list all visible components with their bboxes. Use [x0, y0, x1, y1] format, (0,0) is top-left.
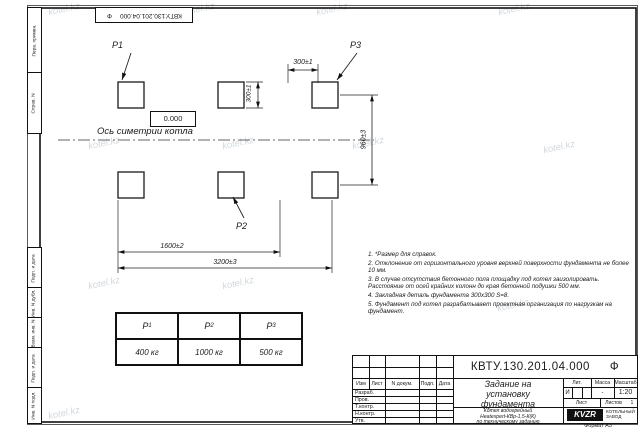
load-table-value: 500 кг	[240, 339, 302, 365]
mass-value: -	[601, 390, 604, 396]
side-label-vzam: Взам. инв. N	[27, 317, 42, 349]
col-list: Лист	[371, 381, 383, 387]
col-podp: Подп.	[420, 381, 435, 387]
leader-p1	[121, 52, 132, 81]
scale-label: Масштаб	[614, 380, 637, 386]
load-table-value: 1000 кг	[178, 339, 240, 365]
sheets-label: Листов	[605, 400, 622, 406]
leader-p3	[336, 52, 358, 81]
format-label: Формат А3	[584, 423, 612, 429]
p1-label: Р1	[112, 40, 124, 50]
note-item: 5. Фундамент под котел разрабатывает про…	[368, 300, 612, 316]
foundation-pad-2	[217, 81, 245, 109]
note-item: 4. Закладная деталь фундамента 300х300 S…	[368, 292, 510, 300]
corner-stamp-suffix: Ф	[106, 11, 112, 19]
role-tkontr: Т.контр.	[355, 404, 375, 410]
company-name: КОТЕЛЬНЫЙ ЗАВОД	[606, 409, 635, 420]
p2-label: Р2	[236, 221, 248, 231]
corner-stamp: КВТУ.130.201.04.000 Ф	[95, 7, 193, 23]
note-item: 1. *Размер для справок.	[368, 251, 437, 258]
dim-960-label: 960±3	[360, 129, 368, 150]
foundation-pad-6	[311, 171, 339, 199]
role-prov: Пров.	[355, 397, 369, 403]
sheets-value: 1	[630, 400, 634, 406]
note-item: 3. В случае отсутствия бетонного пола пл…	[368, 275, 600, 291]
note-item: 2. Отклонение от горизонтального уровня …	[368, 259, 629, 275]
corner-stamp-code: КВТУ.130.201.04.000	[119, 11, 182, 19]
sheet-label: Лист	[575, 400, 588, 406]
notes-block: 1. *Размер для справок. 2. Отклонение от…	[368, 251, 632, 317]
dim-300v-label: 300±1	[245, 84, 253, 103]
foundation-pad-3	[311, 81, 339, 109]
title-text: Задание на установку фундамента	[480, 379, 536, 409]
leader-p2	[232, 196, 245, 219]
side-label-inv-dubl: Инв. N дубл.	[27, 287, 42, 319]
side-label-sprav: Справ. N	[27, 72, 42, 134]
col-data: Дата	[438, 381, 451, 387]
role-razrab: Разраб.	[355, 390, 375, 396]
load-table-value: 400 кг	[116, 339, 178, 365]
side-label-podp1: Подп. и дата	[27, 247, 42, 289]
frame-inner	[39, 7, 637, 423]
dim-300h-label: 300±1	[293, 59, 313, 66]
dim-3200-label: 3200±3	[213, 259, 237, 266]
side-label-perv: Перв. примен.	[27, 7, 42, 74]
lit-value: И	[565, 390, 570, 396]
foundation-pad-1	[117, 81, 145, 109]
foundation-pad-4	[117, 171, 145, 199]
dim-1600-label: 1600±2	[160, 243, 184, 250]
axis-label: Ось симетрии котла	[97, 126, 193, 137]
role-nkontr: Н.контр.	[355, 411, 376, 417]
side-label-podp2: Подп. и дата	[27, 347, 42, 389]
role-utv: Утв.	[355, 418, 366, 424]
lit-label: Лит.	[572, 380, 582, 386]
p3-label: Р3	[350, 40, 362, 50]
col-ndoc: N докум.	[391, 381, 413, 387]
scale-value: 1:20	[618, 389, 633, 396]
col-izm: Изм	[356, 381, 366, 387]
mass-label: Масса	[594, 380, 611, 386]
side-label-inv-podl: Инв. N подл.	[27, 387, 42, 424]
frame-outer	[27, 5, 638, 425]
subtitle-text: Котел водогрейный Heatexpert-КВр-1,5-К(К…	[476, 408, 540, 425]
foundation-pad-5	[217, 171, 245, 199]
level-mark: 0.000	[150, 111, 196, 127]
company-logo: KVZR	[567, 409, 603, 421]
